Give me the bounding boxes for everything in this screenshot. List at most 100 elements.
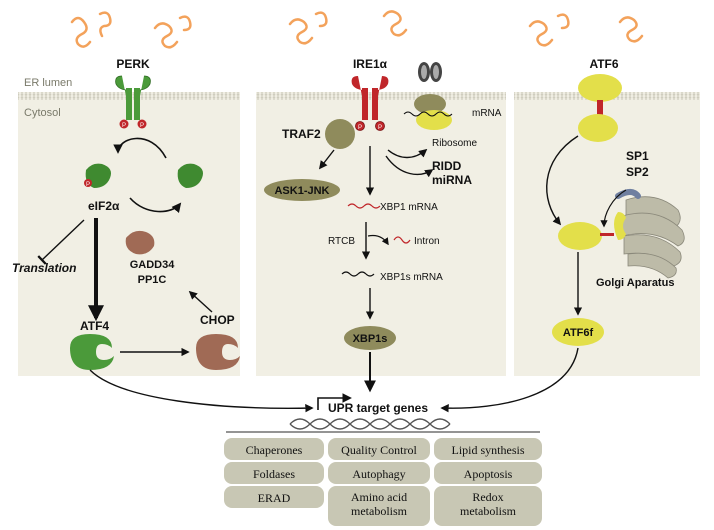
perk-receptor xyxy=(115,75,151,120)
svg-text:Lipid synthesis: Lipid synthesis xyxy=(451,443,524,457)
ridd-label: RIDD xyxy=(432,159,462,173)
atf4-shape xyxy=(70,334,114,370)
xbp1s-mrna-label: XBP1s mRNA xyxy=(380,272,443,283)
xbp1s-mrna-strand xyxy=(341,271,375,277)
chop-label: CHOP xyxy=(200,313,235,327)
intron-arrow xyxy=(367,234,389,246)
unfolded-protein-icon xyxy=(153,22,179,49)
unfolded-protein-icon xyxy=(98,11,112,38)
output-box-apoptosis: Apoptosis xyxy=(434,462,542,484)
ire1-phospho-right: P xyxy=(375,121,385,131)
svg-text:P: P xyxy=(140,123,144,129)
ire1-phospho-left: P xyxy=(355,121,365,131)
unfolded-protein-icon xyxy=(178,15,192,32)
golgi-sp-pocket xyxy=(614,212,626,240)
mrna-strand xyxy=(403,111,453,117)
atf6-cleavage-site xyxy=(600,233,614,236)
unfolded-protein-icon xyxy=(556,13,570,30)
er-lumen-label: ER lumen xyxy=(24,77,72,89)
upr-target-genes-label: UPR target genes xyxy=(328,401,428,415)
mirna-label: miRNA xyxy=(432,173,472,187)
sp-protease-shape xyxy=(615,189,641,199)
perk-label: PERK xyxy=(116,57,150,71)
atf4-label: ATF4 xyxy=(80,319,109,333)
unfolded-protein-icon xyxy=(528,20,554,47)
xbp1s-shape xyxy=(344,326,396,350)
output-box-erad: ERAD xyxy=(224,486,324,508)
chop-shape xyxy=(196,334,240,370)
unfolded-protein-icon xyxy=(618,16,644,43)
atf6f-label: ATF6f xyxy=(563,327,594,339)
golgi-icon xyxy=(621,196,685,279)
atf6f-to-genes-arrow xyxy=(440,347,579,413)
perk-cycle-arrow-bottom xyxy=(129,197,182,213)
xbp1-mrna-label: XBP1 mRNA xyxy=(380,202,438,213)
atf6-at-golgi xyxy=(558,222,602,250)
atf6-label: ATF6 xyxy=(589,57,618,71)
unfolded-protein-icon xyxy=(314,11,328,28)
translation-inhibit-line xyxy=(37,219,85,265)
perk-phospho-right: P xyxy=(137,119,147,129)
svg-text:P: P xyxy=(378,125,382,131)
traf2-label: TRAF2 xyxy=(282,127,321,141)
intron-label: Intron xyxy=(414,236,440,247)
ribosome-large-subunit xyxy=(414,94,446,114)
ire1-to-ridd-arrow xyxy=(387,148,428,159)
ire1-to-mirna-arrow xyxy=(385,155,434,178)
rtcb-label: RTCB xyxy=(328,236,355,247)
chop-to-gadd34-arrow xyxy=(188,290,213,313)
output-box-chaperones: Chaperones xyxy=(224,438,324,460)
golgi-label: Golgi Aparatus xyxy=(596,277,674,289)
eif2a-label: eIF2α xyxy=(88,199,120,213)
gadd34-pp1c-shape xyxy=(125,230,155,255)
promoter-arrow xyxy=(317,393,352,410)
eif2a-phosphorylated xyxy=(85,163,111,188)
output-box-autophagy: Autophagy xyxy=(328,462,430,484)
svg-text:Foldases: Foldases xyxy=(253,467,295,481)
unfolded-protein-icons xyxy=(70,10,644,49)
perk-cycle-arrow-top xyxy=(113,137,167,159)
cytosol-label: Cytosol xyxy=(24,107,61,119)
unfolded-protein-icon xyxy=(382,10,408,37)
svg-text:P: P xyxy=(358,125,362,131)
unfolded-protein-icon xyxy=(288,18,314,45)
translation-label: Translation xyxy=(12,261,76,275)
atf6-tm xyxy=(597,100,603,116)
pp1c-label: PP1C xyxy=(138,274,167,286)
eif2a-unphosphorylated xyxy=(177,163,203,188)
svg-text:ERAD: ERAD xyxy=(258,491,291,505)
atf6-luminal-domain xyxy=(578,74,622,102)
eif2a-phospho: P xyxy=(84,179,92,188)
output-box-quality-control: Quality Control xyxy=(328,438,430,460)
perk-phospho-left: P xyxy=(119,119,129,129)
atf6-to-golgi-arrow xyxy=(546,135,579,226)
unfolded-protein-icon xyxy=(70,16,92,48)
translocon-icon xyxy=(418,62,442,82)
ire1-label: IRE1α xyxy=(353,57,388,71)
xbp1s-label: XBP1s xyxy=(353,333,388,345)
sp2-label: SP2 xyxy=(626,165,649,179)
traf2-to-ask1-arrow xyxy=(318,149,335,170)
ire1-receptor xyxy=(351,76,389,120)
perk-panel xyxy=(18,92,240,376)
atf6-cytosolic-domain xyxy=(578,114,618,142)
output-box-foldases: Foldases xyxy=(224,462,324,484)
svg-text:P: P xyxy=(86,182,90,188)
svg-text:Quality Control: Quality Control xyxy=(341,443,417,457)
sp1-label: SP1 xyxy=(626,149,649,163)
ask1-jnk-label: ASK1-JNK xyxy=(274,185,329,197)
traf2-shape xyxy=(325,119,355,149)
atf6f-shape xyxy=(552,318,604,346)
mrna-label: mRNA xyxy=(472,108,502,119)
ribosome-small-subunit xyxy=(416,110,452,130)
intron-strand xyxy=(393,236,411,244)
gadd34-label: GADD34 xyxy=(130,259,176,271)
atf4-to-genes-arrow xyxy=(89,369,314,413)
svg-text:Autophagy: Autophagy xyxy=(352,467,405,481)
svg-text:P: P xyxy=(122,123,126,129)
